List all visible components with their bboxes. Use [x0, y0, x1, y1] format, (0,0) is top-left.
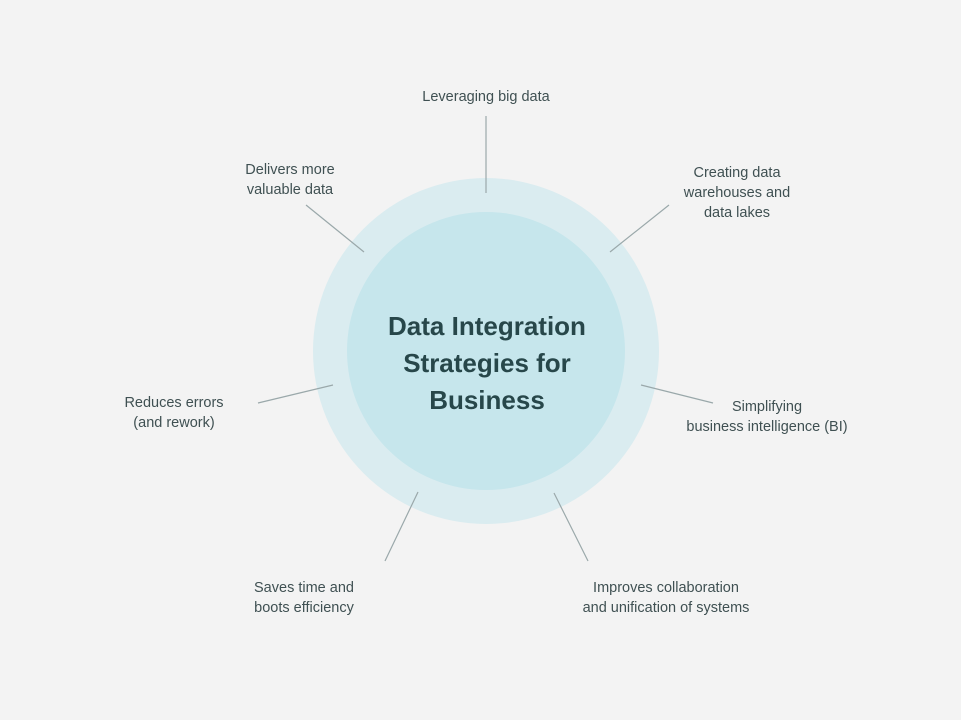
center-title-line: Data Integration: [388, 311, 586, 341]
connector-delivers-more-valuable-data: [305, 204, 365, 253]
label-line: Reduces errors: [124, 395, 224, 411]
label-line: warehouses and: [683, 185, 791, 201]
label-line: Delivers more: [245, 162, 335, 178]
center-title: Data Integration Strategies for Business: [357, 308, 617, 419]
connector-simplifying-bi: [640, 384, 714, 404]
inner-circle: [347, 212, 625, 490]
connector-creating-data-warehouses: [609, 204, 670, 253]
label-line: data lakes: [703, 205, 771, 221]
label-improves-collaboration: Improves collaboration and unification o…: [556, 578, 776, 618]
label-creating-data-warehouses: Creating data warehouses and data lakes: [657, 163, 817, 223]
label-simplifying-bi: Simplifying business intelligence (BI): [662, 397, 872, 437]
connector-improves-collaboration: [553, 492, 589, 562]
label-line: Saves time and: [254, 580, 354, 596]
label-line: valuable data: [246, 182, 334, 198]
label-line: Simplifying: [731, 399, 803, 415]
label-line: boots efficiency: [254, 600, 354, 616]
label-delivers-more-valuable-data: Delivers more valuable data: [212, 160, 368, 200]
connector-saves-time: [384, 491, 419, 562]
label-line: and unification of systems: [582, 600, 750, 616]
connector-reduces-errors: [257, 384, 334, 404]
label-line: Improves collaboration: [593, 580, 739, 596]
label-leveraging-big-data: Leveraging big data: [384, 87, 588, 107]
label-line: Creating data: [693, 165, 781, 181]
label-saves-time: Saves time and boots efficiency: [224, 578, 384, 618]
label-reduces-errors: Reduces errors (and rework): [96, 393, 252, 433]
center-title-line: Strategies for: [403, 348, 571, 378]
label-line: Leveraging big data: [422, 89, 550, 105]
center-title-line: Business: [429, 385, 545, 415]
label-line: business intelligence (BI): [686, 419, 848, 435]
label-line: (and rework): [133, 415, 215, 431]
